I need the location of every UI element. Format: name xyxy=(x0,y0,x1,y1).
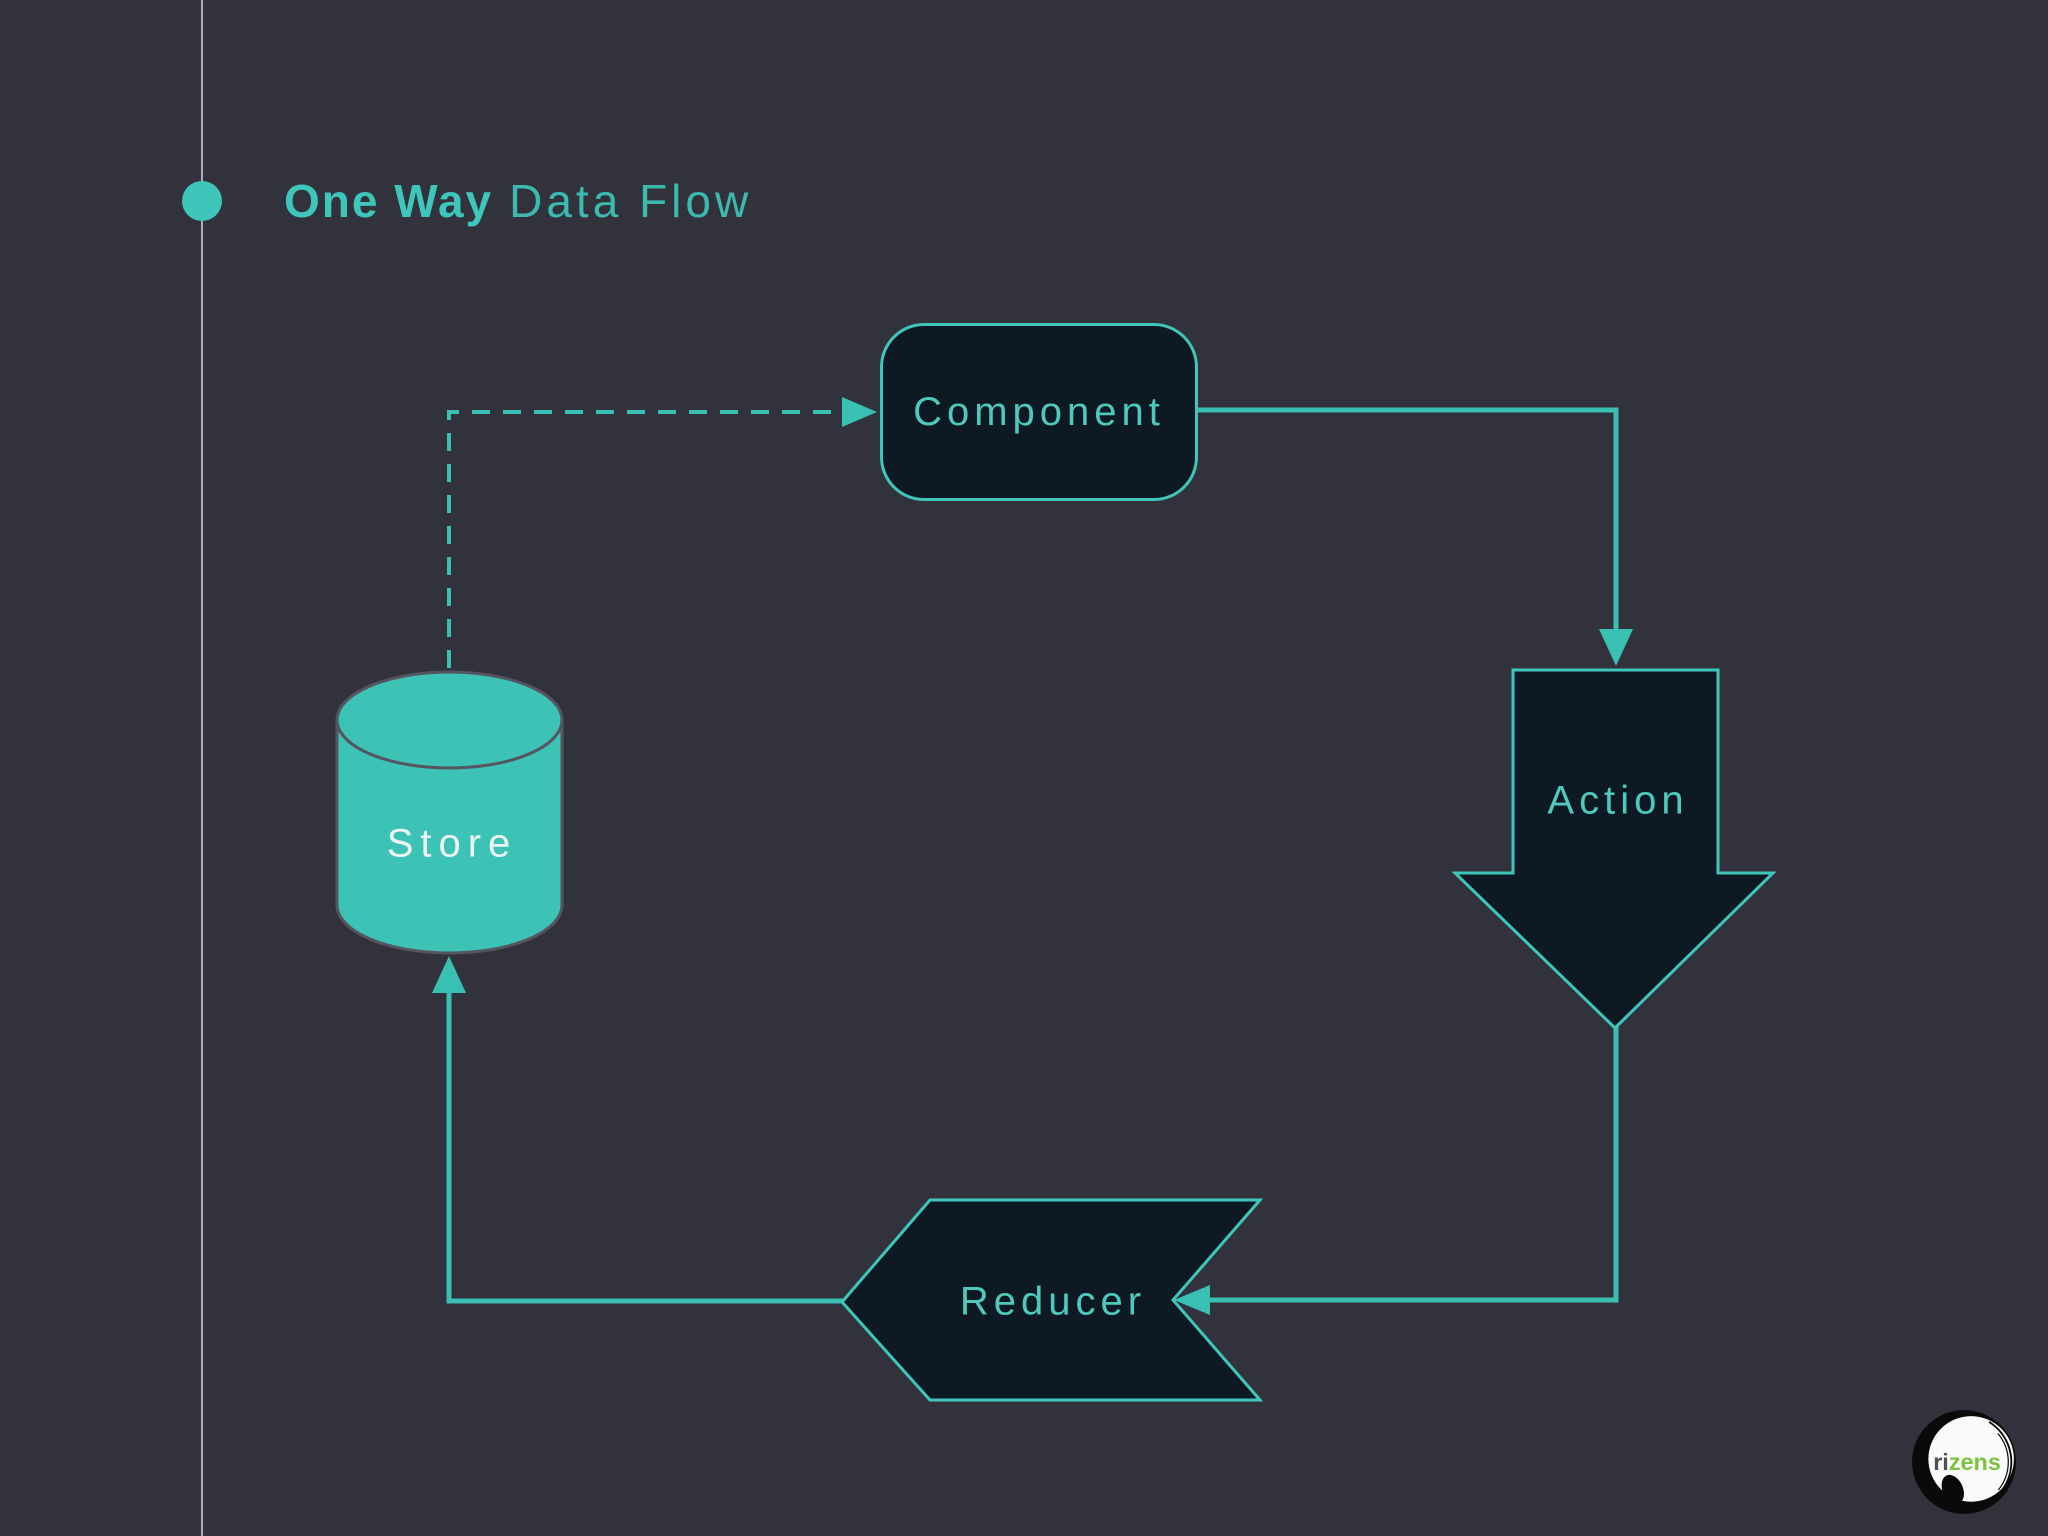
page-title-rest: Data Flow xyxy=(509,175,753,227)
component-node: Component xyxy=(880,323,1198,501)
logo-wordmark: rizens xyxy=(1933,1449,2001,1475)
edge-action-to-reducer xyxy=(1208,1026,1619,1303)
page-title: One Way Data Flow xyxy=(284,172,752,230)
store-cylinder-body xyxy=(335,720,564,955)
component-label: Component xyxy=(913,389,1165,434)
page-title-emphasis: One Way xyxy=(284,175,494,227)
store-label: Store xyxy=(386,821,518,866)
edge-reducer-to-store xyxy=(446,992,844,1304)
logo-wordmark-green: zens xyxy=(1949,1449,2001,1475)
logo-brush-drop xyxy=(1941,1474,1964,1505)
action-label: Action xyxy=(1547,778,1689,823)
store-node-shape xyxy=(335,670,564,955)
arrowhead-into-reducer xyxy=(1174,1285,1210,1315)
store-cylinder-top xyxy=(335,670,564,770)
reducer-label: Reducer xyxy=(959,1279,1147,1324)
arrowhead-into-action xyxy=(1599,629,1633,666)
title-bullet-dot xyxy=(182,181,222,221)
logo-brush-arc-2 xyxy=(1919,1417,2009,1507)
left-margin-rule xyxy=(201,0,203,1536)
rizens-logo: rizens xyxy=(1912,1410,2016,1514)
edge-store-to-component xyxy=(447,410,840,668)
reducer-node-shape xyxy=(840,1198,1264,1402)
logo-wordmark-gray: ri xyxy=(1933,1449,1949,1475)
edge-component-to-action xyxy=(1198,407,1619,630)
action-node-shape xyxy=(1451,668,1777,1031)
arrowhead-into-store xyxy=(432,956,466,993)
arrowhead-into-component xyxy=(842,397,877,427)
